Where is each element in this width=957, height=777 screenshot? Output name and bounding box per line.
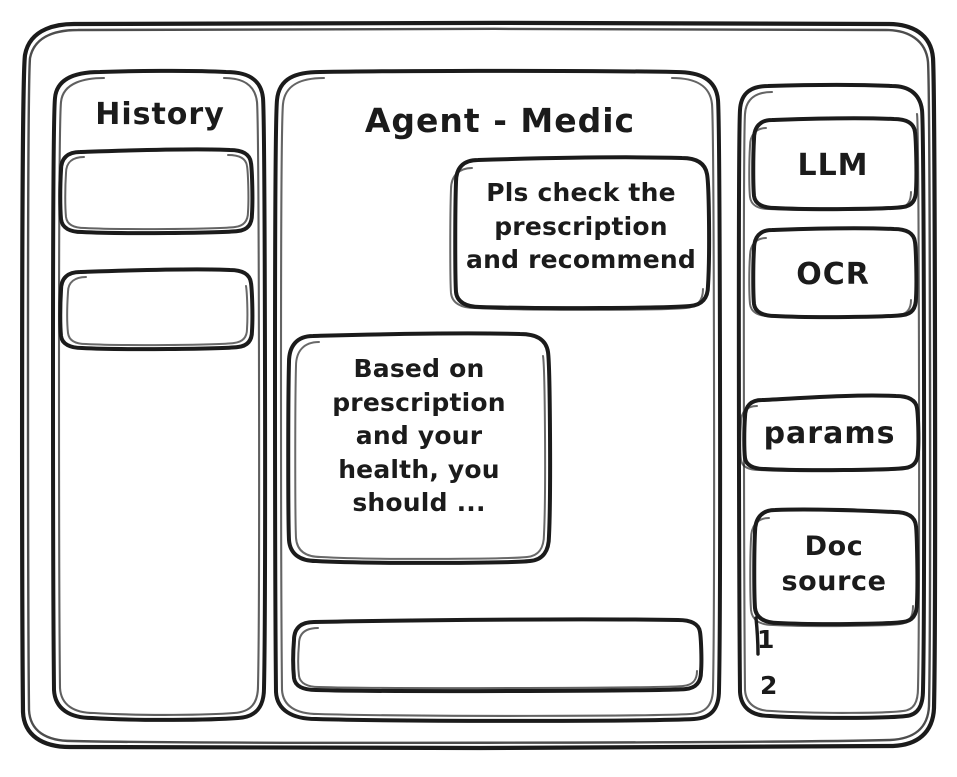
doc-source-list-item-2[interactable]: 2: [752, 666, 812, 706]
page-title: Agent - Medic: [364, 101, 636, 140]
history-item-1[interactable]: [61, 150, 253, 234]
message-input[interactable]: [294, 619, 702, 692]
message-user-text: Pls check the prescription and recommend: [466, 178, 696, 274]
doc-source-card-label: Doc source: [781, 531, 887, 598]
ocr-card[interactable]: OCR: [750, 228, 916, 318]
doc-source-card[interactable]: Doc source: [751, 509, 917, 626]
params-card-label: params: [763, 416, 896, 451]
llm-card-label: LLM: [797, 148, 869, 183]
ocr-card-label: OCR: [796, 257, 870, 292]
doc-source-list-item-1-label: 1: [757, 625, 775, 654]
doc-source-list-item-2-label: 2: [760, 671, 778, 700]
params-card[interactable]: params: [741, 396, 918, 471]
message-bubble-user: Pls check the prescription and recommend: [452, 158, 710, 310]
history-panel-title: History: [95, 97, 225, 132]
message-bubble-assistant: Based on prescription and your health, y…: [288, 334, 550, 564]
history-item-2[interactable]: [61, 270, 253, 350]
llm-card[interactable]: LLM: [750, 118, 916, 210]
message-assistant-text: Based on prescription and your health, y…: [332, 354, 506, 517]
doc-source-list-item-1[interactable]: 1: [752, 620, 812, 660]
